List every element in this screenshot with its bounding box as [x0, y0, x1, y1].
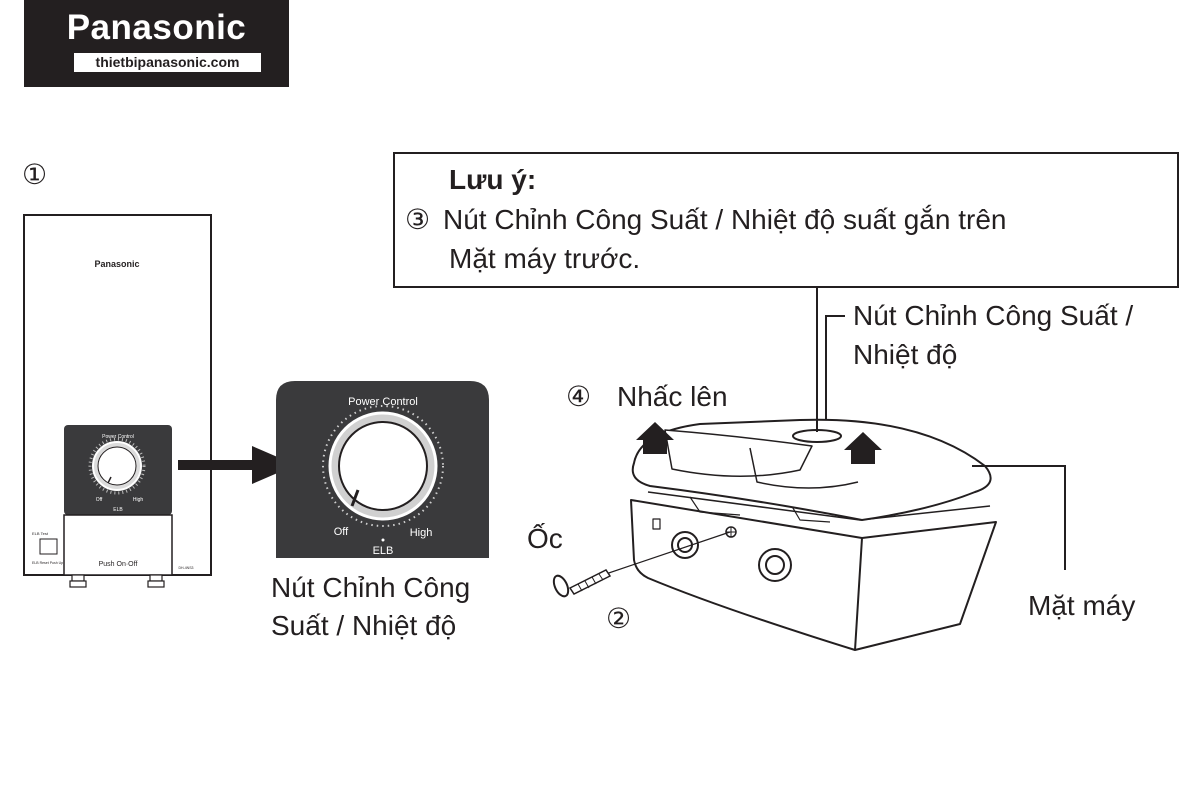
knob-caption-line-1: Nút Chỉnh Công [271, 572, 471, 603]
knob-caption-line-2: Suất / Nhiệt độ [271, 610, 457, 641]
heater-elb-test-label: ELB Test [32, 531, 49, 536]
step-4-marker: ④ [566, 381, 592, 412]
lift-label: Nhấc lên [617, 381, 728, 412]
leader-lines [816, 288, 1066, 570]
panel-label: Mặt máy [1028, 590, 1136, 621]
note-line-1-text: Nút Chỉnh Công Suất / Nhiệt độ suất gắn … [443, 204, 1007, 235]
heater-elb-reset-label: ELB Reset Push Up [32, 561, 63, 565]
step-3-marker: ③ [405, 204, 431, 235]
heater-high-label: High [133, 497, 144, 503]
heater-dial-title: Power Control [102, 434, 134, 440]
note-line-1: ③ Nút Chỉnh Công Suất / Nhiệt độ suất gắn… [405, 203, 1006, 236]
zoom-off-label: Off [334, 526, 349, 538]
lift-arrow-left [636, 422, 674, 454]
logo-brand-text: Panasonic [66, 8, 247, 47]
lift-arrow-right [844, 432, 882, 464]
step-1-marker: ① [22, 159, 48, 190]
heater-model-label: DH-4NS3 [179, 566, 194, 570]
note-box: Lưu ý: ③ Nút Chỉnh Công Suất / Nhiệt độ s… [393, 152, 1179, 288]
screw-label: Ốc [527, 523, 563, 554]
screw-icon [552, 531, 731, 598]
brand-logo: Panasonic thietbipanasonic.com [24, 0, 289, 87]
water-heater-front: Panasonic Power Control Off High ELB Pus… [23, 214, 212, 588]
logo-url-text: thietbipanasonic.com [74, 53, 261, 72]
heater-push-label: Push On·Off [99, 561, 138, 568]
note-line-2: Mặt máy trước. [449, 243, 641, 274]
zoom-elb-label: ELB [373, 545, 394, 557]
zoomed-control-panel: Power Control Off High ELB [276, 381, 489, 558]
knob-right-label-line-1: Nút Chỉnh Công Suất / [853, 300, 1134, 331]
step-2-marker: ② [606, 603, 632, 634]
zoom-dial-title: Power Control [348, 396, 418, 408]
heater-brand: Panasonic [94, 259, 139, 269]
elb-test-button [39, 538, 58, 555]
heater-elb-label: ELB [113, 507, 123, 513]
front-panel-assembly [630, 418, 997, 651]
zoom-high-label: High [410, 527, 433, 539]
note-title: Lưu ý: [449, 164, 537, 195]
heater-off-label: Off [96, 497, 103, 503]
zoom-arrow [178, 446, 296, 484]
knob-right-label-line-2: Nhiệt độ [853, 339, 958, 370]
